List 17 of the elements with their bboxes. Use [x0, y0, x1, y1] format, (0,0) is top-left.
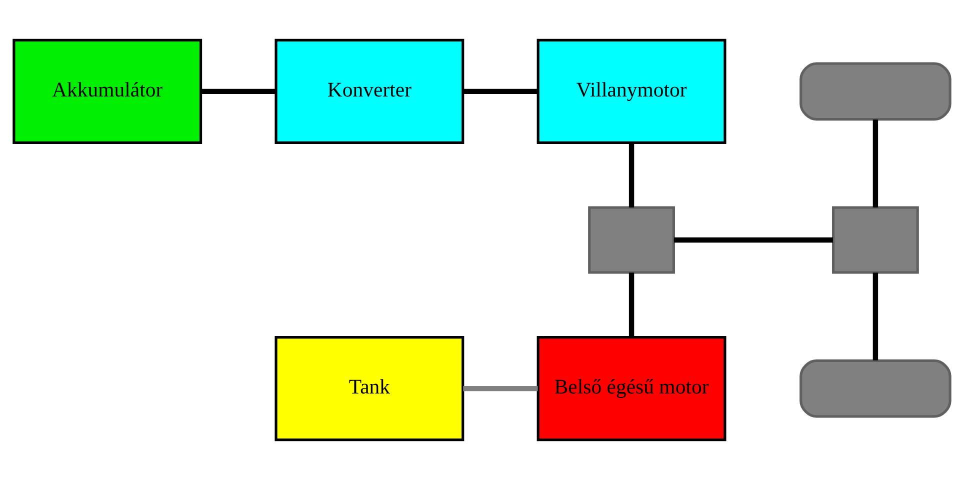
node-box: Tank: [274, 336, 464, 441]
connector: [674, 236, 833, 242]
connector: [463, 385, 538, 391]
connector: [872, 272, 878, 360]
connector: [628, 272, 634, 337]
node-box: [588, 206, 675, 274]
connector: [201, 88, 276, 94]
node-box: [832, 206, 919, 274]
node-box: [800, 62, 952, 120]
node-box: Villanymotor: [536, 38, 726, 144]
node-box: Konverter: [274, 38, 464, 144]
connector: [463, 88, 538, 94]
node-box: Akkumulátor: [12, 38, 202, 144]
node-box: [800, 358, 952, 418]
connector: [628, 142, 634, 208]
node-box: Belső égésű motor: [536, 336, 726, 441]
connector: [872, 119, 878, 208]
